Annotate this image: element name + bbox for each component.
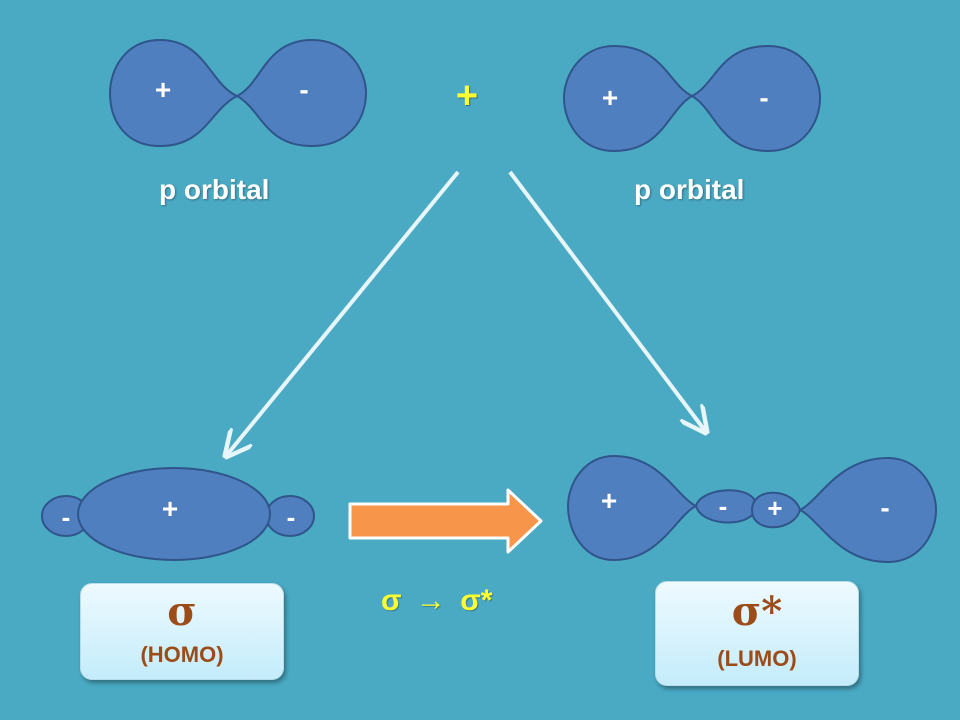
sigma-central-lobe (77, 467, 271, 561)
sigma-star-lobe3-plus-sign: + (767, 493, 783, 523)
sigma-star-symbol: σ* (731, 588, 783, 635)
sigma-symbol: σ (167, 588, 197, 635)
p-orbital-right-label: p orbital (634, 174, 745, 205)
sigma-right-minus-sign: - (286, 502, 296, 532)
arrow-to-sigma-star (508, 170, 706, 432)
sigma-star-lobe4-minus-sign: - (880, 492, 890, 523)
p-right-plus-sign: + (601, 82, 619, 113)
homo-label-box: σ (HOMO) (80, 583, 284, 680)
homo-label: (HOMO) (140, 642, 224, 667)
p-left-minus-sign: - (299, 74, 309, 105)
p-right-minus-sign: - (759, 82, 769, 113)
sigma-center-plus-sign: + (161, 493, 179, 524)
transition-arrow (348, 488, 543, 554)
arrow-to-sigma (226, 170, 460, 456)
lumo-label-box: σ* (LUMO) (655, 581, 859, 686)
p-orbital-left-label: p orbital (159, 174, 270, 205)
transition-arrow-glyph: → (415, 584, 446, 617)
sigma-star-lobe2-minus-sign: - (718, 491, 728, 521)
p-left-plus-sign: + (154, 74, 172, 105)
combine-plus-sign: + (455, 75, 479, 117)
sigma-left-minus-sign: - (61, 502, 71, 532)
p-orbital-right-shape (562, 44, 822, 153)
p-orbital-left-shape (108, 38, 368, 148)
transition-from: σ (381, 584, 402, 617)
transition-label: σ → σ* (381, 584, 492, 618)
sigma-star-right-shape (750, 456, 938, 564)
transition-to: σ* (460, 584, 493, 617)
sigma-star-lobe1-plus-sign: + (600, 485, 618, 516)
lumo-label: (LUMO) (717, 646, 797, 671)
